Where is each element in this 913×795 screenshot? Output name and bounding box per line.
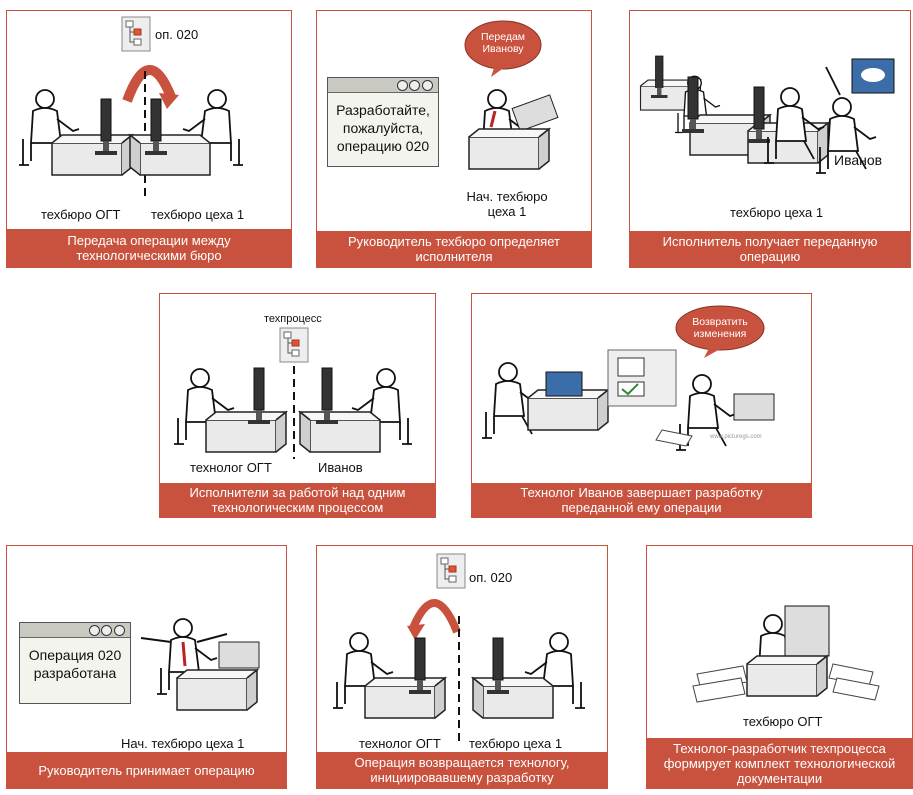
illustration-two-workstations [18, 16, 244, 196]
manager-label: Нач. техбюро цеха 1 [466, 189, 548, 219]
arrow-icon [407, 624, 425, 640]
label-right: Иванов [318, 460, 363, 475]
panel-caption: Руководитель принимает операцию [7, 752, 286, 788]
panel-caption: Передача операции между технологическими… [7, 229, 291, 267]
watermark: www.picturegs.com [710, 434, 762, 440]
speech-bubble [675, 305, 765, 351]
panel-caption: Технолог Иванов завершает разработку пер… [472, 483, 811, 517]
window-text: Операция 020 разработана [28, 647, 122, 681]
speech-bubble [464, 20, 542, 70]
panel-caption: Руководитель техбюро определяет исполнит… [317, 231, 591, 267]
panel-documentation: техбюро ОГТ Технолог-разработчик техпроц… [646, 545, 913, 789]
panel-caption: Исполнители за работой над одним техноло… [160, 483, 435, 517]
doc-label: оп. 020 [155, 27, 199, 42]
message-window: Разработайте, пожалуйста, операцию 020 [327, 77, 439, 167]
illustration-documentation [692, 605, 880, 703]
label-left: технолог ОГТ [190, 460, 272, 475]
document-icon [279, 327, 309, 363]
illustration-manager-accepts [140, 618, 260, 711]
arrow-icon [159, 93, 179, 109]
panel-caption: Операция возвращается технологу, инициир… [317, 752, 607, 788]
executor-label: Иванов [834, 152, 883, 168]
panel-ivanov-finishes: Возвратить изменения www.picturegs.com Т… [471, 293, 812, 518]
panel-caption: Технолог-разработчик техпроцесса формиру… [647, 738, 912, 788]
bubble-text: Передам Иванову [480, 31, 526, 55]
panel-assign-executor: Разработайте, пожалуйста, операцию 020 П… [316, 10, 592, 268]
label-left: техбюро ОГТ [41, 207, 121, 222]
panel-executor-receives: Иванов техбюро цеха 1 Исполнитель получа… [629, 10, 911, 268]
message-window: Операция 020 разработана [19, 622, 131, 704]
panel-manager-accepts: Операция 020 разработана Нач. техбюро це… [6, 545, 287, 789]
manager-label: Нач. техбюро цеха 1 [121, 736, 245, 751]
label-left: технолог ОГТ [359, 736, 441, 751]
document-icon [436, 553, 466, 589]
label-right: техбюро цеха 1 [151, 207, 245, 222]
panel-joint-work: техпроцесс технолог ОГТ Иванов Исполните… [159, 293, 436, 518]
panel-operation-returns: оп. 020 технолог ОГТ техбюро цеха 1 Опер… [316, 545, 608, 789]
panel-caption: Исполнитель получает переданную операцию [630, 231, 910, 267]
label-right: техбюро цеха 1 [469, 736, 563, 751]
check-icon [621, 383, 639, 396]
document-icon [121, 16, 151, 52]
bureau-label: техбюро ОГТ [743, 714, 823, 729]
illustration-return [332, 553, 586, 742]
illustration-joint-work [173, 327, 413, 459]
illustration-manager [464, 20, 559, 170]
bubble-text: Возвратить изменения [692, 316, 748, 340]
doc-label: техпроцесс [264, 313, 322, 325]
window-text: Разработайте, пожалуйста, операцию 020 [336, 102, 430, 154]
illustration-office [639, 55, 895, 174]
illustration-finish [481, 305, 775, 451]
panel-transfer-operation: оп. 020 техбюро ОГТ техбюро цеха 1 Перед… [6, 10, 292, 268]
bureau-label: техбюро цеха 1 [730, 205, 824, 220]
doc-label: оп. 020 [469, 570, 513, 585]
